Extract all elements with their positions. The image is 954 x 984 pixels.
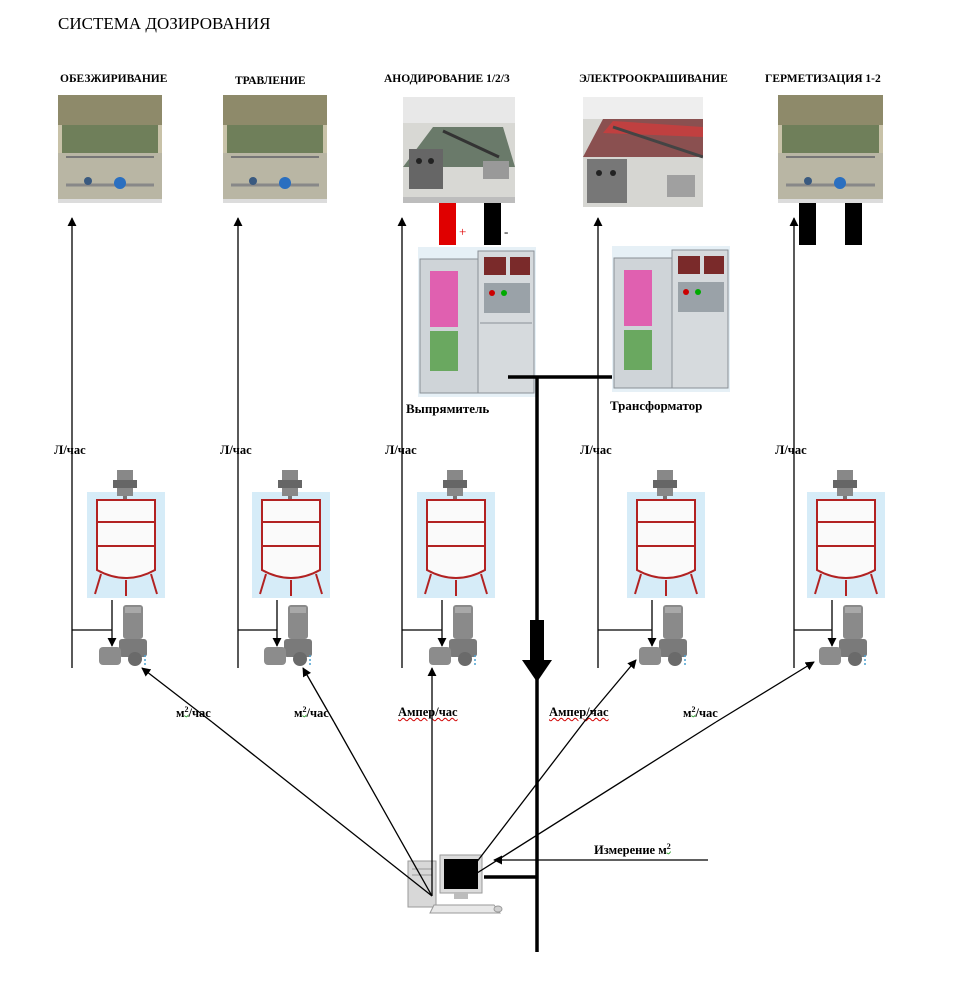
bath-photo-electrocoloring <box>583 97 703 207</box>
dosing-pump-3 <box>429 605 477 666</box>
bus-arrow-shaft <box>530 620 544 662</box>
control-label-2: м2/час <box>294 705 329 721</box>
control-label-3: Ампер/час <box>398 705 458 719</box>
stage-label-electrocoloring: ЭЛЕКТРООКРАШИВАНИЕ <box>579 73 728 85</box>
measurement-label-text: Измерение м <box>594 843 667 858</box>
control-line-2 <box>333 721 433 897</box>
control-label-5-suffix: /час <box>695 706 718 721</box>
control-label-1-text: м <box>176 706 185 721</box>
bath-photo-sealing <box>778 95 883 203</box>
rectifier-cabinet <box>418 247 536 397</box>
control-computer <box>407 854 503 914</box>
dosing-pump-2 <box>264 605 312 666</box>
control-label-4: Ампер/час <box>549 705 609 719</box>
dosing-pump-4 <box>639 605 687 666</box>
control-line-1 <box>211 721 433 897</box>
stage-label-sealing: ГЕРМЕТИЗАЦИЯ 1-2 <box>765 73 881 85</box>
transformer-label: Трансформатор <box>610 398 703 413</box>
dosing-tank-1 <box>87 470 165 598</box>
control-label-2-text: м <box>294 706 303 721</box>
positive-busbar <box>439 203 456 245</box>
positive-sign: + <box>459 224 467 239</box>
sealing-bar-right <box>845 203 862 245</box>
control-label-2-suffix: /час <box>306 706 329 721</box>
bath-photo-anodizing <box>403 97 515 203</box>
dosing-pump-1 <box>99 605 147 666</box>
bath-photo-degreasing <box>58 95 162 203</box>
negative-sign: - <box>504 224 509 239</box>
flow-label-etching: Л/час <box>220 443 252 457</box>
control-line-5 <box>465 721 717 881</box>
stage-label-degreasing: ОБЕЗЖИРИВАНИЕ <box>60 73 168 85</box>
control-label-5: м2/час <box>683 705 718 721</box>
flow-label-sealing: Л/час <box>775 443 807 457</box>
control-label-2-sup: 2 <box>302 705 307 714</box>
dosing-tank-4 <box>627 470 705 598</box>
control-label-1-sup: 2 <box>184 705 189 714</box>
measurement-label: Измерение м2 <box>594 842 671 858</box>
flow-label-anodizing: Л/час <box>385 443 417 457</box>
negative-busbar <box>484 203 501 245</box>
stage-label-anodizing: АНОДИРОВАНИЕ 1/2/3 <box>384 73 510 85</box>
page-title: СИСТЕМА ДОЗИРОВАНИЯ <box>58 14 271 33</box>
dosing-tank-5 <box>807 470 885 598</box>
measurement-label-sup: 2 <box>666 842 671 851</box>
control-label-5-text: м <box>683 706 692 721</box>
control-label-5-sup: 2 <box>691 705 696 714</box>
bus-arrow-head <box>522 660 552 682</box>
sealing-bar-left <box>799 203 816 245</box>
rectifier-label: Выпрямитель <box>406 401 490 416</box>
control-line-4 <box>465 721 585 877</box>
transformer-cabinet <box>612 246 730 392</box>
stage-label-etching: ТРАВЛЕНИЕ <box>235 75 306 87</box>
bath-photo-etching <box>223 95 327 203</box>
dosing-tank-3 <box>417 470 495 598</box>
dosing-pump-5 <box>819 605 867 666</box>
flow-label-electrocoloring: Л/час <box>580 443 612 457</box>
flow-label-degreasing: Л/час <box>54 443 86 457</box>
dosing-tank-2 <box>252 470 330 598</box>
